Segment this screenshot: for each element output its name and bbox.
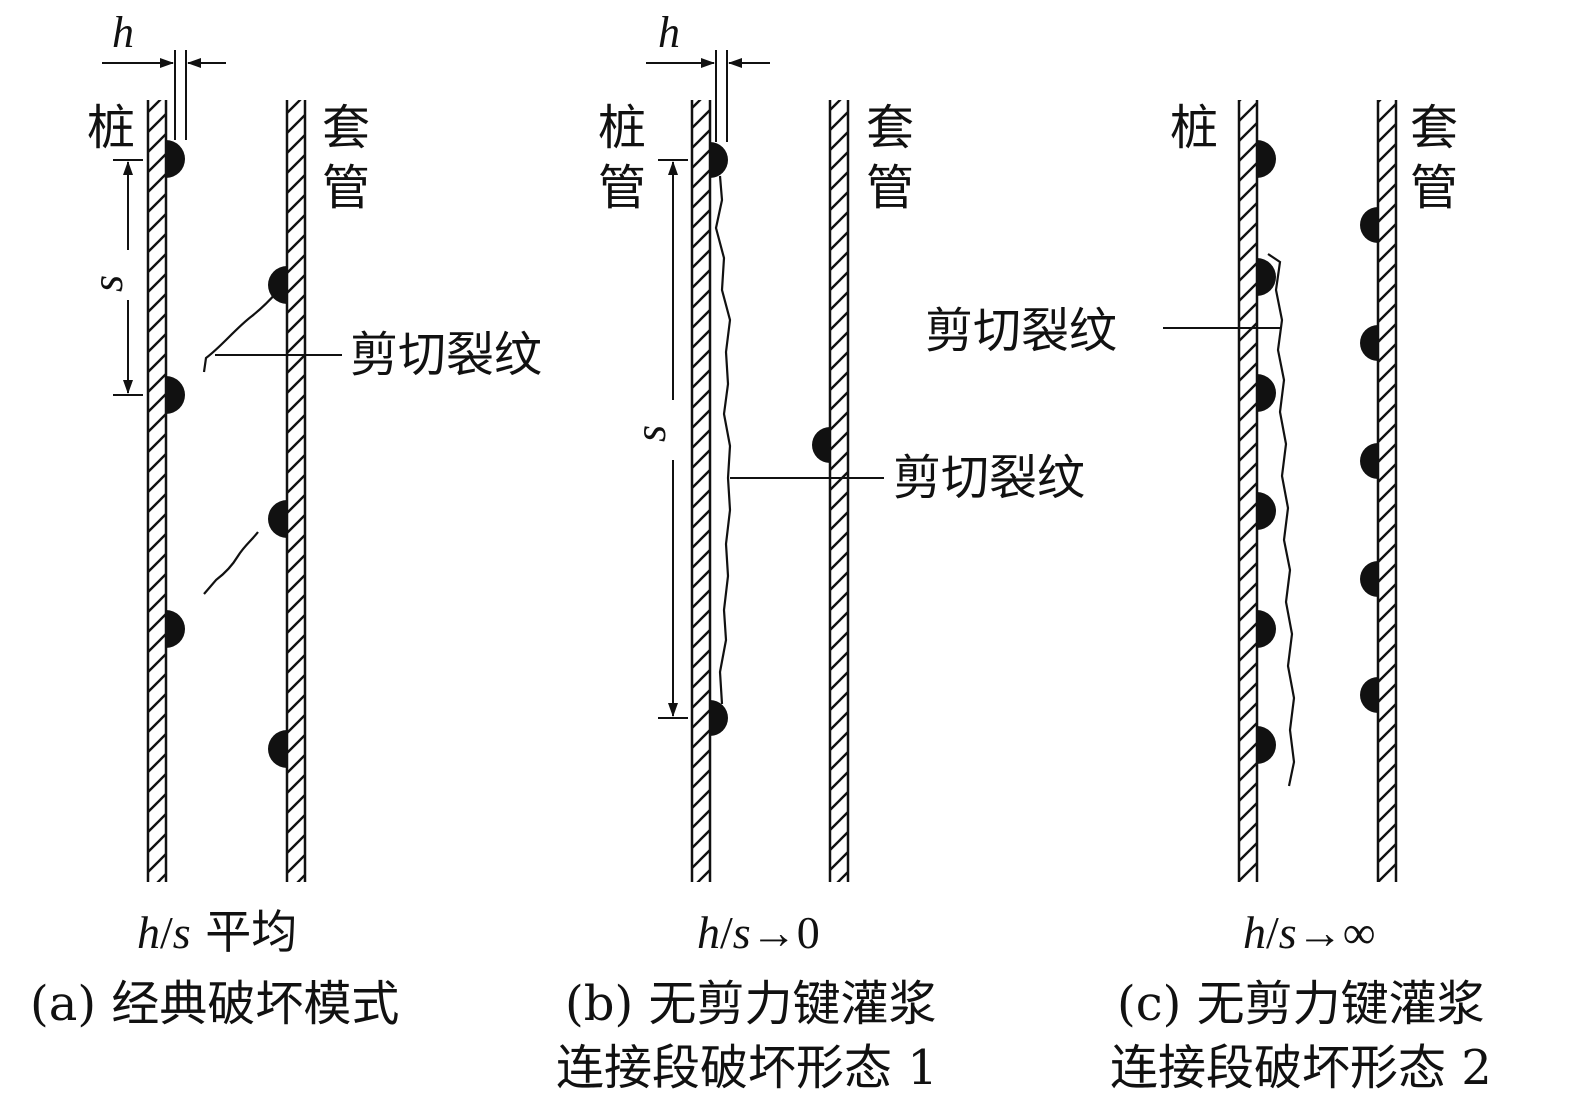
pile-wall <box>146 100 168 882</box>
sleeve-label-line1: 套 <box>322 100 370 156</box>
pile-shear-keys <box>1257 140 1276 764</box>
sleeve-wall <box>285 100 307 882</box>
dimension-h: h <box>646 8 770 142</box>
pile-wall <box>1237 100 1259 882</box>
ratio-label: h/s→∞ <box>1243 907 1375 958</box>
dimension-s: s <box>83 159 143 396</box>
sleeve-shear-keys <box>268 266 287 768</box>
caption-line2: 连接段破坏形态 1 <box>556 1040 938 1096</box>
panel-a: h s 桩 套 管 剪切裂纹 h/s 平均 (a) 经典破坏模式 <box>30 8 542 1032</box>
caption-line2: 连接段破坏形态 2 <box>1110 1040 1492 1096</box>
sleeve-label-line2: 管 <box>1410 160 1458 216</box>
sleeve-shear-keys <box>812 427 830 463</box>
dimension-h-label: h <box>112 8 134 57</box>
pile-label-line2: 管 <box>598 160 646 216</box>
shear-crack <box>1267 253 1296 787</box>
ratio-label: h/s→0 <box>697 907 820 958</box>
pile-shear-keys <box>166 140 185 648</box>
pile-shear-keys <box>710 142 728 736</box>
shear-crack <box>202 291 278 595</box>
crack-label: 剪切裂纹 <box>350 327 542 383</box>
dimension-h-label: h <box>658 8 680 57</box>
sleeve-label-line2: 管 <box>322 160 370 216</box>
panel-b: h s 桩 管 套 管 剪切裂纹 h/s→0 (b) 无剪力键灌浆 连接段破坏形… <box>556 8 1085 1096</box>
sleeve-label-line1: 套 <box>1410 100 1458 156</box>
panel-c: 桩 套 管 剪切裂纹 h/s→∞ (c) 无剪力键灌浆 连接段破坏形态 2 <box>925 100 1492 1096</box>
sleeve-wall <box>1376 100 1398 882</box>
sleeve-wall <box>828 100 850 882</box>
sleeve-shear-keys <box>1360 207 1378 713</box>
dimension-s-label: s <box>83 275 132 292</box>
caption-line1: (a) 经典破坏模式 <box>30 976 399 1032</box>
crack-label: 剪切裂纹 <box>893 450 1085 506</box>
pile-label-line1: 桩 <box>598 100 646 156</box>
sleeve-label-line2: 管 <box>866 160 914 216</box>
ratio-label: h/s 平均 <box>137 905 297 959</box>
sleeve-label-line1: 套 <box>866 100 914 156</box>
caption-line1: (b) 无剪力键灌浆 <box>565 976 936 1032</box>
shear-crack <box>714 175 732 705</box>
crack-label: 剪切裂纹 <box>925 303 1117 359</box>
dimension-s-label: s <box>626 425 675 442</box>
pile-wall <box>690 100 712 882</box>
pile-label: 桩 <box>1170 100 1218 156</box>
dimension-h: h <box>102 8 226 140</box>
caption-line1: (c) 无剪力键灌浆 <box>1117 976 1485 1032</box>
dimension-s: s <box>626 159 688 719</box>
pile-label: 桩 <box>87 100 135 156</box>
